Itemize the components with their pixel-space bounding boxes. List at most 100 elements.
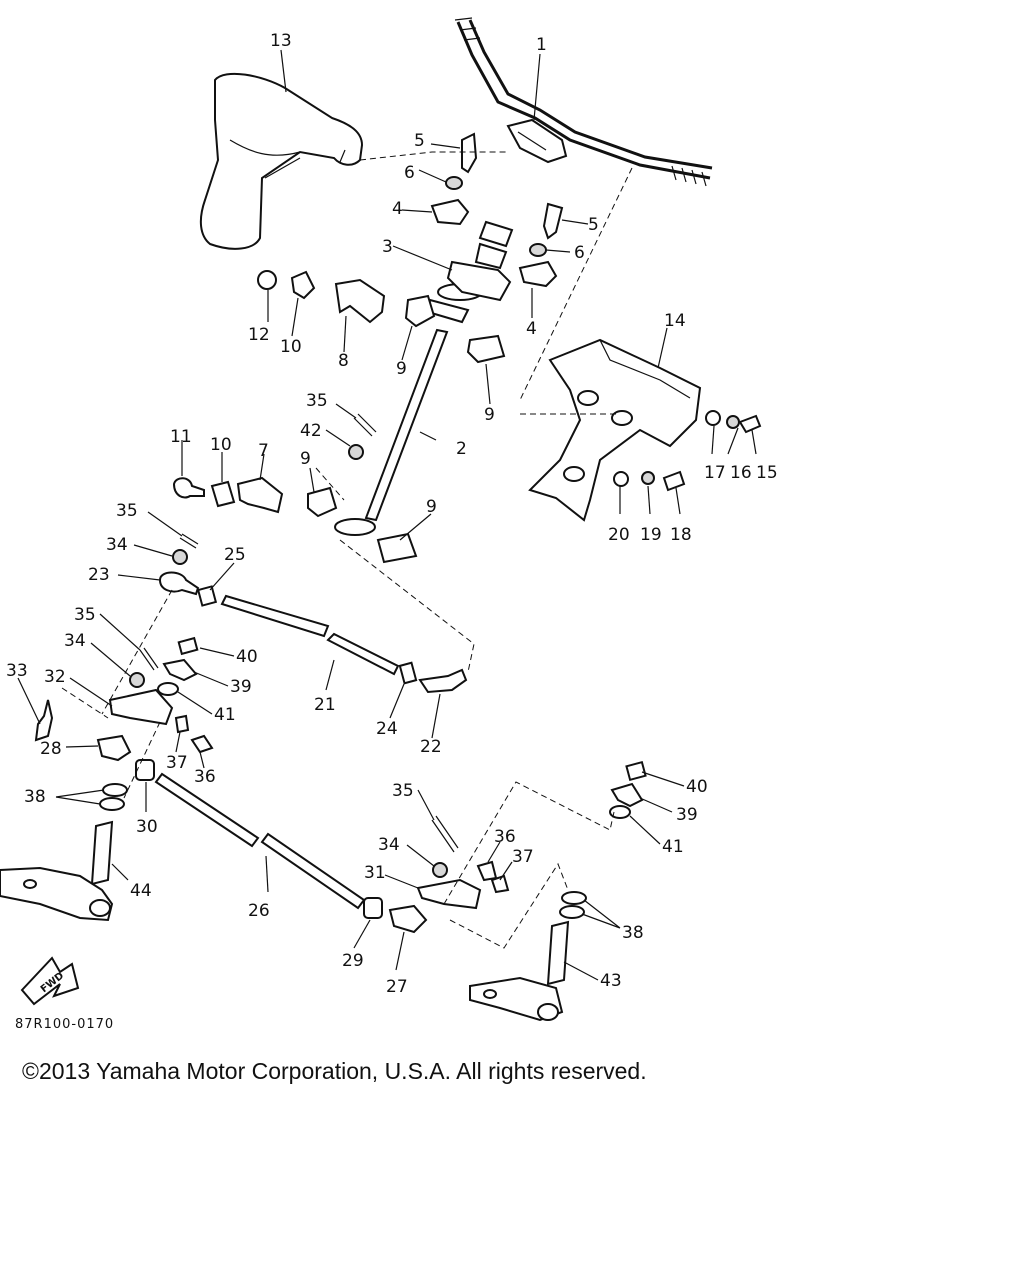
callout-26: 26 bbox=[248, 901, 270, 921]
collar-10-lower bbox=[210, 480, 236, 508]
bracket-8 bbox=[334, 278, 386, 324]
washer-20 bbox=[613, 471, 629, 487]
cotter-pin-35-b bbox=[139, 647, 159, 671]
callout-11: 11 bbox=[170, 427, 192, 447]
nut-40-b bbox=[625, 760, 647, 782]
tie-rod-26-b bbox=[260, 832, 366, 910]
washer-17 bbox=[705, 410, 721, 426]
callout-19: 19 bbox=[640, 525, 662, 545]
callout-34-b: 34 bbox=[64, 631, 86, 651]
callout-8: 8 bbox=[338, 351, 349, 371]
callout-22: 22 bbox=[420, 737, 442, 757]
locknut-30 bbox=[135, 759, 155, 781]
locknut-24 bbox=[398, 661, 418, 685]
callout-4-right: 4 bbox=[526, 319, 537, 339]
steering-parts-diagram: FWD bbox=[0, 17, 778, 1022]
washer-16 bbox=[726, 415, 740, 429]
tie-rod-21-a bbox=[220, 594, 330, 638]
callout-16: 16 bbox=[730, 463, 752, 483]
bolt-5-left bbox=[461, 132, 478, 174]
nut-40-a bbox=[177, 636, 199, 656]
callout-37-lower: 37 bbox=[512, 847, 534, 867]
callout-39-upper: 39 bbox=[230, 677, 252, 697]
tie-rod-end-28 bbox=[96, 734, 132, 762]
tie-rod-end-27 bbox=[388, 904, 428, 934]
callout-25: 25 bbox=[224, 545, 246, 565]
callout-31: 31 bbox=[364, 863, 386, 883]
callout-38-lower: 38 bbox=[622, 923, 644, 943]
bolt-15 bbox=[738, 414, 762, 434]
callout-9-b: 9 bbox=[484, 405, 495, 425]
tie-rod-end-23 bbox=[158, 571, 200, 596]
cotter-pin-35-c bbox=[431, 815, 459, 853]
callout-32: 32 bbox=[44, 667, 66, 687]
pitman-arm-32 bbox=[108, 688, 174, 726]
cotter-pin-35-a bbox=[179, 533, 199, 549]
callout-4-left: 4 bbox=[392, 199, 403, 219]
arm-31 bbox=[416, 878, 482, 910]
spacer-41-a bbox=[157, 682, 179, 696]
callout-3: 3 bbox=[382, 237, 393, 257]
callout-30: 30 bbox=[136, 817, 158, 837]
handlebar-holder bbox=[506, 118, 568, 164]
handlebar-cover bbox=[199, 72, 364, 250]
cotter-pin-35-top bbox=[353, 413, 377, 437]
tie-rod-end-22 bbox=[418, 668, 468, 694]
callout-41-upper: 41 bbox=[214, 705, 236, 725]
nut-34-a bbox=[172, 549, 188, 565]
callout-29: 29 bbox=[342, 951, 364, 971]
callout-39-lower: 39 bbox=[676, 805, 698, 825]
washer-6-left bbox=[445, 176, 463, 190]
copyright-notice: ©2013 Yamaha Motor Corporation, U.S.A. A… bbox=[22, 1058, 647, 1084]
spindle-43 bbox=[469, 920, 570, 1022]
bolt-5-right bbox=[542, 202, 564, 240]
fwd-arrow-icon: FWD bbox=[20, 956, 80, 1006]
callout-42: 42 bbox=[300, 421, 322, 441]
callout-10-lower: 10 bbox=[210, 435, 232, 455]
column-holder bbox=[446, 260, 512, 302]
nut-37-b bbox=[490, 874, 510, 894]
callout-43: 43 bbox=[600, 971, 622, 991]
collar-10-upper bbox=[290, 270, 316, 300]
callout-18: 18 bbox=[670, 525, 692, 545]
plate-39-b bbox=[610, 782, 644, 808]
callout-2: 2 bbox=[456, 439, 467, 459]
callout-20: 20 bbox=[608, 525, 630, 545]
callout-10-upper: 10 bbox=[280, 337, 302, 357]
callout-13: 13 bbox=[270, 31, 292, 51]
callout-7: 7 bbox=[258, 441, 269, 461]
bracket-7 bbox=[236, 476, 284, 514]
callout-36-lower: 36 bbox=[494, 827, 516, 847]
washer-38-a1 bbox=[102, 783, 128, 797]
washer-38-a2 bbox=[99, 797, 125, 811]
nut-34-b bbox=[129, 672, 145, 688]
nut-37-a bbox=[174, 714, 190, 734]
callout-labels: 1 13 5 6 4 3 5 6 4 14 12 10 8 9 9 35 42 … bbox=[6, 31, 778, 997]
callout-41-lower: 41 bbox=[662, 837, 684, 857]
callout-40-upper: 40 bbox=[236, 647, 258, 667]
nut-42 bbox=[348, 444, 364, 460]
callout-9-a: 9 bbox=[396, 359, 407, 379]
callout-6-left: 6 bbox=[404, 163, 415, 183]
locknut-29 bbox=[363, 897, 383, 919]
plate-39-a bbox=[162, 658, 198, 682]
callout-35-top: 35 bbox=[306, 391, 328, 411]
callout-44: 44 bbox=[130, 881, 152, 901]
callout-33: 33 bbox=[6, 661, 28, 681]
callout-35-b: 35 bbox=[74, 605, 96, 625]
callout-21: 21 bbox=[314, 695, 336, 715]
tie-rod-21-b bbox=[326, 632, 400, 676]
nut-12 bbox=[257, 270, 277, 290]
washer-19 bbox=[641, 471, 655, 485]
locknut-25 bbox=[196, 585, 218, 607]
bushing-9-c bbox=[307, 486, 338, 518]
spacer-41-b bbox=[609, 805, 631, 819]
bolt-11 bbox=[172, 477, 205, 499]
callout-17: 17 bbox=[704, 463, 726, 483]
diagram-code: 87R100-0170 bbox=[15, 1017, 115, 1032]
washer-6-right bbox=[529, 243, 547, 257]
callout-37-upper: 37 bbox=[166, 753, 188, 773]
assembly-lines bbox=[61, 151, 633, 949]
callout-5-right: 5 bbox=[588, 215, 599, 235]
bolt-33 bbox=[34, 699, 54, 742]
